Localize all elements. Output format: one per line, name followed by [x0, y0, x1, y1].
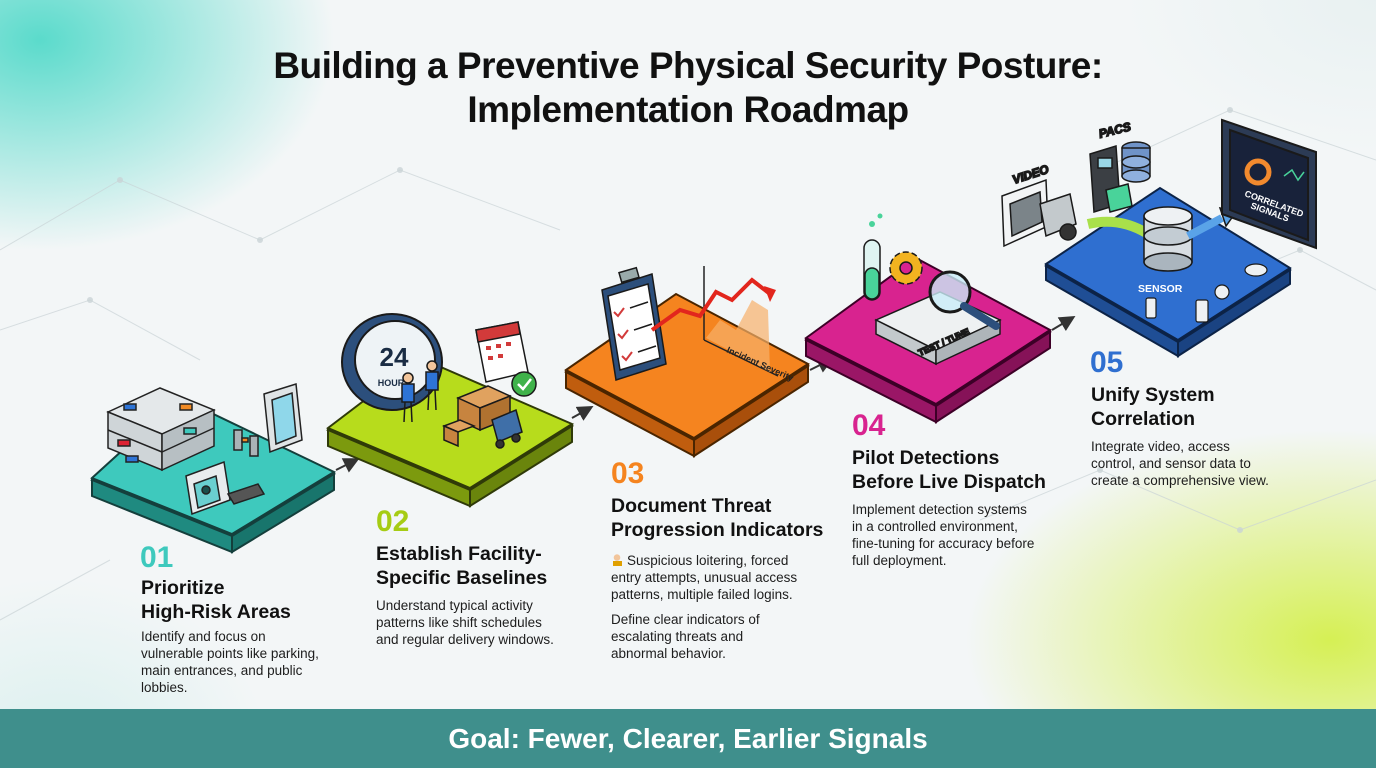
- step-03-title: Document Threat Progression Indicators: [611, 494, 823, 542]
- step-05-title: Unify System Correlation: [1091, 383, 1215, 431]
- step-03-description-line: Define clear indicators of: [611, 612, 760, 627]
- step-02-number: 02: [376, 505, 410, 538]
- clock-label: HOURS: [378, 378, 411, 388]
- step-03-number: 03: [611, 457, 645, 490]
- step-04-description-line: fine-tuning for accuracy before: [852, 536, 1035, 551]
- step-03-description-line: escalating threats and: [611, 629, 744, 644]
- person-icon: [611, 554, 623, 566]
- step-01-description: Identify and focus on vulnerable points …: [141, 628, 319, 696]
- step-02-title-line-2: Specific Baselines: [376, 567, 548, 589]
- step-03-example-line: Suspicious loitering, forced: [611, 552, 797, 569]
- step-02-description: Understand typical activity patterns lik…: [376, 597, 554, 648]
- step-02-description-line: and regular delivery windows.: [376, 632, 554, 647]
- step-03-title-line-1: Document Threat: [611, 495, 772, 517]
- step-05-description-line: create a comprehensive view.: [1091, 473, 1269, 488]
- step-04-description: Implement detection systems in a control…: [852, 501, 1034, 569]
- gear-icon: [889, 251, 923, 285]
- page-title: Building a Preventive Physical Security …: [0, 44, 1376, 132]
- access-reader-icon: PACS: [1089, 119, 1133, 213]
- step-01-number: 01: [140, 541, 174, 574]
- step-04-description-line: full deployment.: [852, 553, 947, 568]
- step-05-title-line-1: Unify System: [1091, 384, 1215, 406]
- step-04-title-line-2: Before Live Dispatch: [852, 471, 1046, 493]
- step-03-description: Define clear indicators of escalating th…: [611, 611, 760, 662]
- step-03-example-text: Suspicious loitering, forced: [627, 553, 789, 568]
- step-01-description-line: vulnerable points like parking,: [141, 646, 319, 661]
- step-05-description-line: control, and sensor data to: [1091, 456, 1251, 471]
- arrow-4-to-5: [1051, 315, 1076, 332]
- step-04-title: Pilot Detections Before Live Dispatch: [852, 446, 1046, 494]
- clock-number: 24: [380, 342, 409, 372]
- footer-goal-banner: Goal: Fewer, Clearer, Earlier Signals: [0, 709, 1376, 768]
- magnifier-icon: [928, 270, 1000, 330]
- step-01-title-line-2: High-Risk Areas: [141, 601, 291, 623]
- step-04-title-line-1: Pilot Detections: [852, 447, 1000, 469]
- tile-03-threat-indicators: [564, 292, 810, 458]
- step-02-title: Establish Facility- Specific Baselines: [376, 542, 547, 590]
- sensor-label: SENSOR: [1138, 283, 1183, 295]
- step-03-example-line: entry attempts, unusual access: [611, 570, 798, 585]
- checklist-clipboard-icon: [601, 266, 667, 381]
- sensor-devices-icon: [1145, 263, 1268, 323]
- correlated-signals-monitor-icon: CORRELATED SIGNALS: [1221, 118, 1317, 250]
- reception-desk-icon: [185, 460, 266, 516]
- step-05-number: 05: [1090, 346, 1124, 379]
- delivery-truck-icon: [441, 385, 523, 449]
- staff-people-icon: [401, 360, 439, 423]
- step-03-example: Suspicious loitering, forced entry attem…: [611, 552, 797, 603]
- parking-garage-icon: [106, 387, 216, 472]
- step-04-description-line: in a controlled environment,: [852, 519, 1018, 534]
- step-01-description-line: Identify and focus on: [141, 629, 266, 644]
- step-04-number: 04: [852, 409, 886, 442]
- test-tube-icon: [863, 213, 883, 301]
- step-03-example-line: patterns, multiple failed logins.: [611, 587, 793, 602]
- entrance-door-icon: [233, 383, 303, 457]
- step-05-title-line-2: Correlation: [1091, 408, 1196, 430]
- step-01-title-line-1: Prioritize: [141, 577, 225, 599]
- step-02-description-line: patterns like shift schedules: [376, 615, 542, 630]
- step-01-description-line: main entrances, and public: [141, 663, 303, 678]
- database-small-icon: [1121, 141, 1151, 183]
- pacs-label: PACS: [1097, 119, 1132, 140]
- page-title-line-2: Implementation Roadmap: [467, 89, 909, 130]
- arrow-1-to-2: [335, 458, 360, 473]
- calendar-icon: [475, 321, 537, 397]
- step-01-description-line: lobbies.: [141, 680, 188, 695]
- arrow-2-to-3: [571, 406, 594, 421]
- step-04-description-line: Implement detection systems: [852, 502, 1027, 517]
- page-title-line-1: Building a Preventive Physical Security …: [273, 45, 1103, 86]
- step-05-description-line: Integrate video, access: [1091, 439, 1230, 454]
- clock-24-hours-icon: 24 HOURS: [341, 313, 443, 411]
- step-02-title-line-1: Establish Facility-: [376, 543, 542, 565]
- step-05-description: Integrate video, access control, and sen…: [1091, 438, 1269, 489]
- step-02-description-line: Understand typical activity: [376, 598, 533, 613]
- footer-goal-text: Goal: Fewer, Clearer, Earlier Signals: [448, 722, 928, 754]
- video-camera-icon: VIDEO: [1001, 161, 1077, 248]
- step-03-title-line-2: Progression Indicators: [611, 519, 824, 541]
- step-03-description-line: abnormal behavior.: [611, 646, 726, 661]
- step-01-title: Prioritize High-Risk Areas: [141, 576, 291, 624]
